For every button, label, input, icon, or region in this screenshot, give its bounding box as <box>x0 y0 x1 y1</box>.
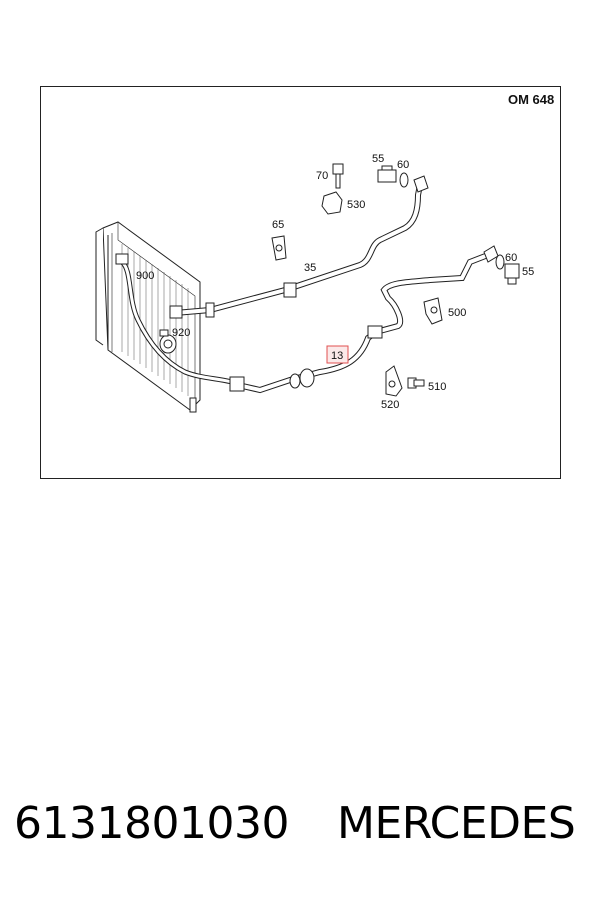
hollow-bolt-55-right <box>504 263 520 285</box>
label-70[interactable]: 70 <box>316 170 328 182</box>
part-number: 6131801030 <box>14 798 289 849</box>
clamp-920 <box>159 329 177 354</box>
label-65[interactable]: 65 <box>272 219 284 231</box>
label-60-top[interactable]: 60 <box>397 159 409 171</box>
label-35[interactable]: 35 <box>304 262 316 274</box>
radiator-cooler <box>95 221 201 413</box>
bolt-70 <box>332 163 344 189</box>
engine-code: OM 648 <box>508 92 554 107</box>
clip-530 <box>321 191 343 215</box>
oil-line-13 <box>229 245 499 394</box>
seal-60-right <box>495 254 505 270</box>
seal-60-top <box>399 172 409 188</box>
label-520[interactable]: 520 <box>381 399 399 411</box>
oil-line-900 <box>115 253 233 385</box>
clip-500 <box>423 297 443 325</box>
clip-65 <box>271 235 287 261</box>
label-920[interactable]: 920 <box>172 327 190 339</box>
label-60-right[interactable]: 60 <box>505 252 517 264</box>
brand-name: MERCEDES <box>337 798 576 849</box>
bolt-510 <box>407 377 425 389</box>
label-900[interactable]: 900 <box>136 270 154 282</box>
label-55-top[interactable]: 55 <box>372 153 384 165</box>
label-530[interactable]: 530 <box>347 199 365 211</box>
oil-line-35 <box>169 175 429 319</box>
label-500[interactable]: 500 <box>448 307 466 319</box>
bracket-520 <box>385 365 403 397</box>
caption: 6131801030 MERCEDES <box>0 798 600 868</box>
highlight-box-13 <box>326 345 349 364</box>
label-510[interactable]: 510 <box>428 381 446 393</box>
hollow-bolt-55-top <box>377 165 397 183</box>
label-55-right[interactable]: 55 <box>522 266 534 278</box>
label-13[interactable]: 13 <box>331 350 343 362</box>
